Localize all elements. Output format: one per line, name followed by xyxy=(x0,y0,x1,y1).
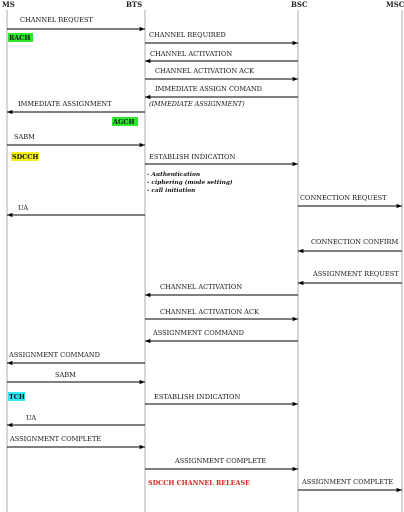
msg-sabm-2: SABM xyxy=(55,371,76,379)
msg-channel-required: CHANNEL REQUIRED xyxy=(149,31,226,39)
badge-sdcch xyxy=(11,152,39,161)
msg-channel-activation-ack-2: CHANNEL ACTIVATION ACK xyxy=(160,308,260,316)
badge-agch-label: AGCH xyxy=(112,118,135,126)
node-msc: MSC xyxy=(386,0,404,9)
msg-assignment-complete-bsc: ASSIGNMENT COMPLETE xyxy=(301,478,393,486)
node-ms: MS xyxy=(2,0,15,9)
msg-sabm-1: SABM xyxy=(14,133,35,141)
msg-ua-2: UA xyxy=(26,414,36,422)
msg-immediate-assign-comand: IMMEDIATE ASSIGN COMAND xyxy=(155,85,262,93)
badge-agch xyxy=(112,117,138,126)
msg-channel-activation-1: CHANNEL ACTIVATION xyxy=(150,50,232,58)
sdcch-channel-release: SDCCH CHANNEL RELEASE xyxy=(148,479,250,487)
badge-rach-label: RACH xyxy=(9,34,30,42)
node-bts: BTS xyxy=(126,0,142,9)
msg-assignment-complete-bts: ASSIGNMENT COMPLETE xyxy=(174,457,266,465)
msg-channel-request: CHANNEL REQUEST xyxy=(20,16,93,24)
msg-immediate-assignment: IMMEDIATE ASSIGNMENT xyxy=(18,100,112,108)
note-ciphering: - ciphering (mode setting) xyxy=(147,179,233,186)
badge-tch xyxy=(8,392,25,401)
msg-connection-request: CONNECTION REQUEST xyxy=(300,194,387,202)
node-bsc: BSC xyxy=(291,0,308,9)
note-authentication: - Authentication xyxy=(147,172,200,178)
msg-establish-indication-2: ESTABLISH INDICATION xyxy=(154,393,240,401)
badge-rach xyxy=(8,33,33,42)
badge-sdcch-label: SDCCH xyxy=(12,153,38,161)
msg-assignment-complete-ms: ASSIGNMENT COMPLETE xyxy=(9,435,101,443)
msg-assignment-command-ms: ASSIGNMENT COMMAND xyxy=(8,351,100,359)
msg-connection-confirm: CONNECTION CONFIRM xyxy=(311,238,398,246)
badge-tch-label: TCH xyxy=(9,393,25,401)
msg-assignment-request: ASSIGNMENT REQUEST xyxy=(312,270,399,278)
msg-ua-1: UA xyxy=(18,204,28,212)
note-call-initiation: - call initiation xyxy=(147,188,195,194)
msg-establish-indication-1: ESTABLISH INDICATION xyxy=(149,153,235,161)
msg-immediate-assignment-italic: (IMMEDIATE ASSIGNMENT) xyxy=(149,100,245,108)
msg-channel-activation-ack-1: CHANNEL ACTIVATION ACK xyxy=(155,67,255,75)
msg-channel-activation-2: CHANNEL ACTIVATION xyxy=(160,283,242,291)
msg-assignment-command-bsc: ASSIGNMENT COMMAND xyxy=(152,329,244,337)
